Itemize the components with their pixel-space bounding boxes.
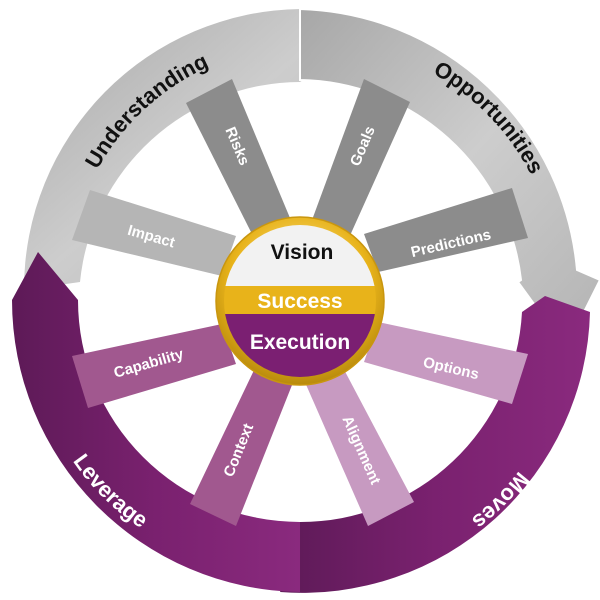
hub-label-success: Success: [257, 290, 342, 313]
understanding-arrow: [23, 9, 352, 290]
hub-label-vision: Vision: [271, 241, 334, 264]
hub-label-execution: Execution: [250, 331, 350, 354]
spoke-options: [364, 322, 528, 404]
spoke-context: [190, 366, 294, 526]
spoke-goals: [312, 79, 410, 240]
spokes: [72, 79, 528, 526]
spoke-impact: [72, 190, 236, 276]
hub-success-band: [224, 286, 376, 314]
hub: Vision Success Execution: [215, 216, 385, 386]
spoke-predictions: [364, 188, 528, 272]
spoke-alignment: [304, 362, 414, 526]
leverage-arrow: [11, 252, 301, 592]
spoke-capability: [72, 324, 236, 408]
spoke-risks: [186, 79, 290, 238]
